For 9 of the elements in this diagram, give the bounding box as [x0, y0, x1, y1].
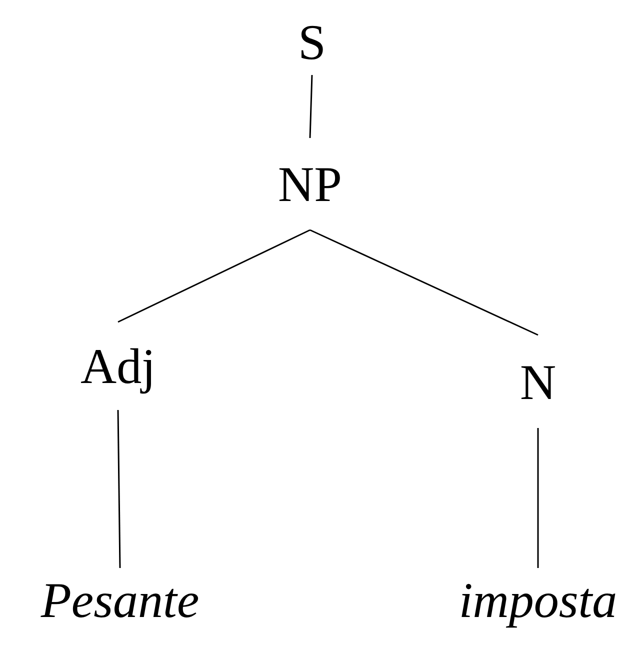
- tree-branch: [310, 229, 538, 336]
- tree-branch: [537, 428, 539, 568]
- tree-branch: [117, 410, 121, 568]
- word-label: Pesante: [40, 575, 200, 625]
- category-label: S: [298, 16, 326, 66]
- tree-branch: [309, 74, 313, 138]
- category-label: N: [520, 356, 556, 406]
- category-label: NP: [278, 159, 342, 209]
- tree-branch: [118, 229, 310, 323]
